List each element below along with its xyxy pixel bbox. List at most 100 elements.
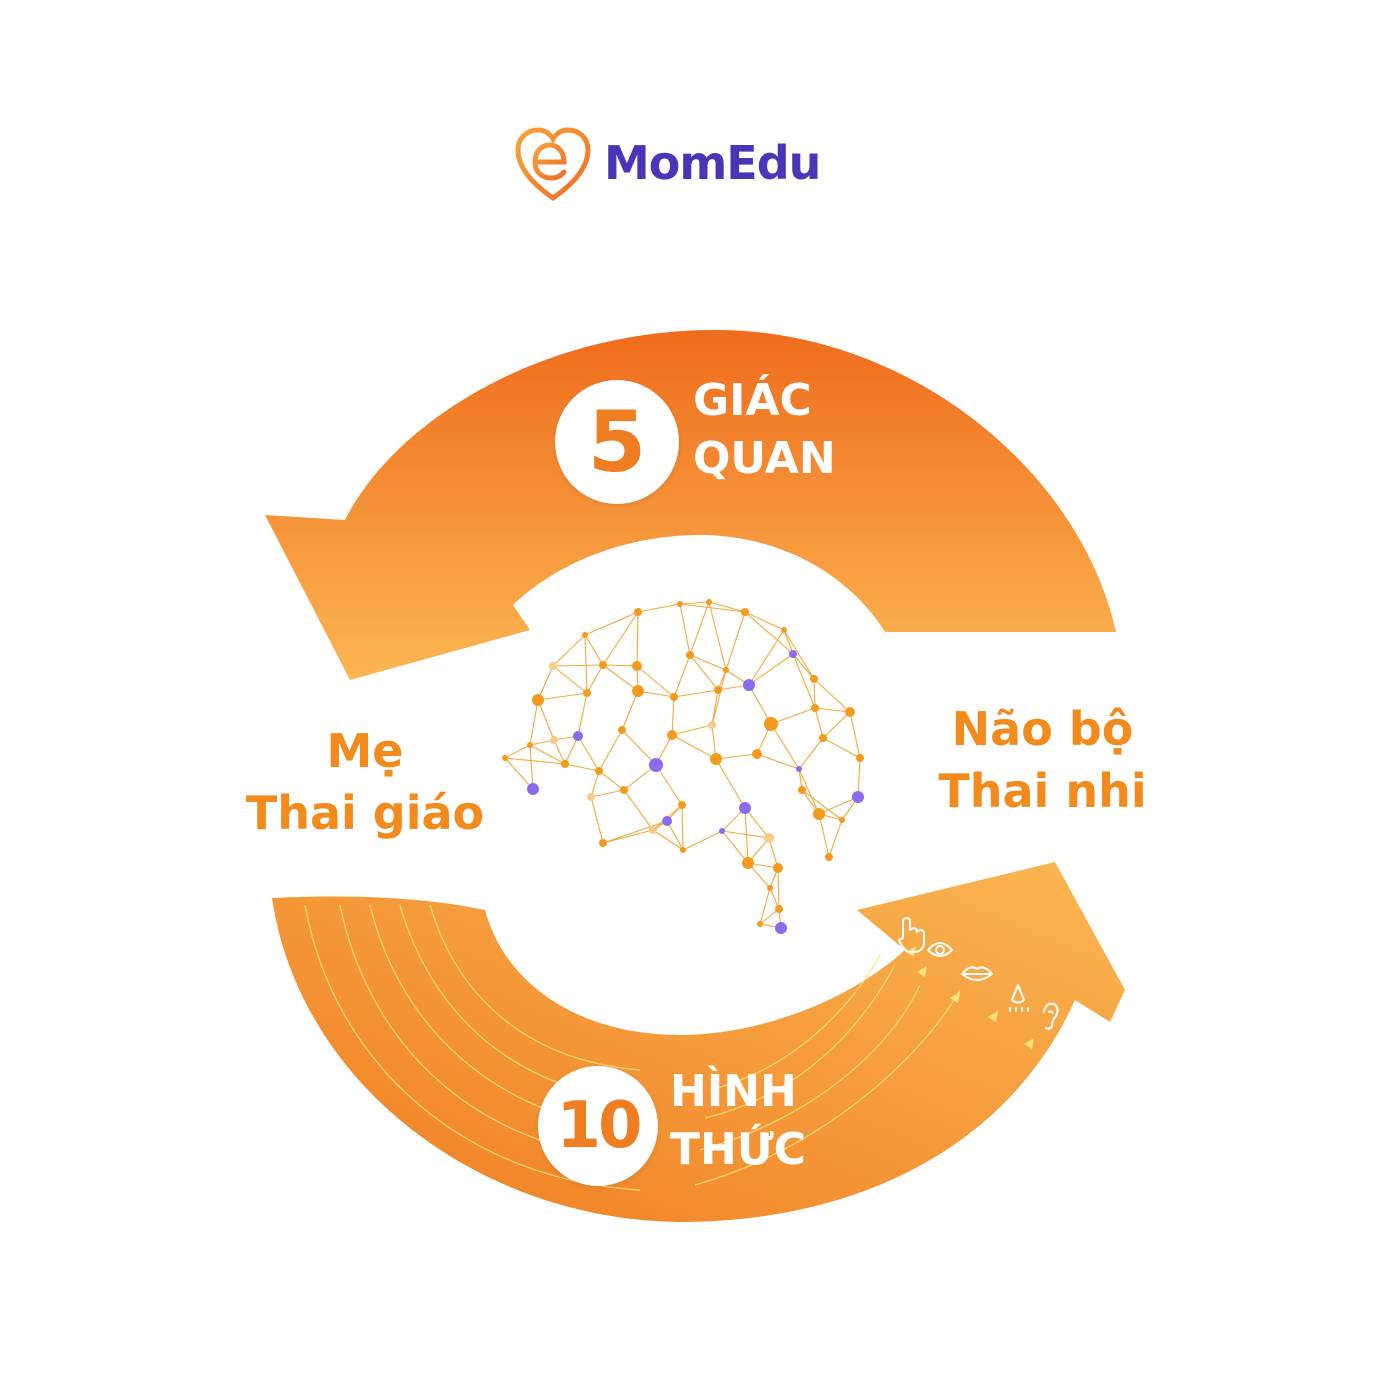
brain-node	[767, 885, 773, 891]
brain-link	[715, 753, 758, 760]
brain-link	[673, 689, 719, 698]
brain-link	[671, 734, 717, 760]
brain-link	[783, 629, 794, 655]
brain-node	[796, 766, 802, 772]
brain-link	[708, 601, 746, 613]
fetal-brain-node-label: Não bộ Thai nhi	[935, 698, 1150, 822]
brain-node	[813, 808, 825, 820]
brain-link	[590, 796, 604, 844]
brain-link	[537, 665, 554, 701]
brain-node	[708, 721, 716, 729]
brain-link	[721, 830, 749, 864]
senses-count-badge: 5	[555, 380, 679, 504]
brain-node	[798, 786, 806, 794]
brain-link	[814, 707, 851, 713]
brain-node	[739, 802, 751, 814]
forms-count-badge: 10	[538, 1066, 658, 1186]
brain-node	[667, 730, 677, 740]
brain-node	[599, 661, 607, 669]
mother-node-line2: Thai giáo	[245, 786, 485, 840]
brain-link	[584, 611, 639, 636]
brain-link	[681, 804, 684, 851]
lips-icon	[961, 966, 993, 981]
brain-link	[818, 813, 830, 858]
brain-link	[564, 735, 579, 765]
brain-link	[818, 796, 859, 815]
brain-link	[813, 678, 816, 709]
brain-network-icon	[502, 599, 864, 934]
brain-link	[529, 744, 566, 765]
brain-link	[577, 692, 588, 737]
brain-node	[811, 704, 819, 712]
brain-node	[677, 601, 683, 607]
brain-link	[783, 629, 815, 680]
brain-node	[583, 689, 591, 697]
brain-node	[649, 758, 663, 772]
brain-link	[552, 664, 604, 667]
brain-node	[706, 599, 712, 605]
brain-node	[599, 839, 607, 847]
brain-link	[822, 737, 861, 759]
brain-link	[777, 867, 780, 910]
brain-link	[671, 696, 675, 736]
brain-link	[689, 654, 719, 691]
brain-link	[801, 789, 843, 821]
brain-link	[666, 820, 684, 851]
brain-link	[529, 744, 534, 790]
brain-link	[504, 744, 531, 759]
hand-touch-icon	[898, 917, 925, 953]
brain-link	[689, 654, 727, 671]
brain-link	[577, 735, 600, 772]
brain-link	[759, 908, 780, 925]
brain-node	[680, 847, 686, 853]
brain-link	[770, 723, 800, 770]
heart-e-logo-icon	[515, 127, 591, 202]
brain-link	[857, 757, 861, 798]
brain-link	[744, 611, 785, 631]
brain-link	[636, 665, 675, 698]
brain-node	[618, 726, 626, 734]
brain-link	[564, 763, 600, 772]
ear-icon	[1043, 1002, 1059, 1030]
brain-link	[770, 707, 816, 725]
brain-node	[662, 816, 672, 826]
brain-node	[764, 833, 774, 843]
brain-node	[723, 667, 729, 673]
brain-link	[602, 611, 639, 666]
brain-link	[679, 603, 691, 656]
brain-link	[529, 699, 539, 746]
brain-node	[595, 767, 603, 775]
brain-link	[748, 629, 785, 686]
mother-node-line1: Mẹ	[326, 724, 404, 778]
brain-link	[814, 707, 824, 739]
brain-node	[686, 651, 694, 659]
brain-link	[602, 829, 654, 844]
brain-link	[602, 820, 668, 844]
brain-node	[743, 679, 755, 691]
brain-node	[752, 749, 762, 759]
brain-node	[582, 632, 588, 638]
brain-node	[825, 853, 833, 861]
brain-node	[632, 685, 644, 697]
brain-node	[764, 717, 778, 731]
brain-node	[852, 791, 864, 803]
brain-node	[845, 707, 855, 717]
brain-link	[792, 653, 815, 680]
fetal-brain-node-line1: Não bộ	[951, 702, 1134, 756]
brain-link	[822, 711, 851, 739]
brain-node	[839, 817, 845, 823]
brain-link	[602, 664, 639, 692]
brain-node	[550, 736, 558, 744]
brain-link	[679, 601, 710, 605]
brain-link	[598, 729, 623, 772]
brain-link	[602, 664, 638, 667]
brain-link	[828, 819, 843, 858]
brain-link	[598, 770, 625, 791]
brain-link	[673, 654, 691, 698]
brain-link	[798, 768, 820, 815]
senses-label-line2: QUAN	[693, 433, 836, 484]
brain-node	[710, 753, 722, 765]
brain-link	[689, 601, 710, 656]
